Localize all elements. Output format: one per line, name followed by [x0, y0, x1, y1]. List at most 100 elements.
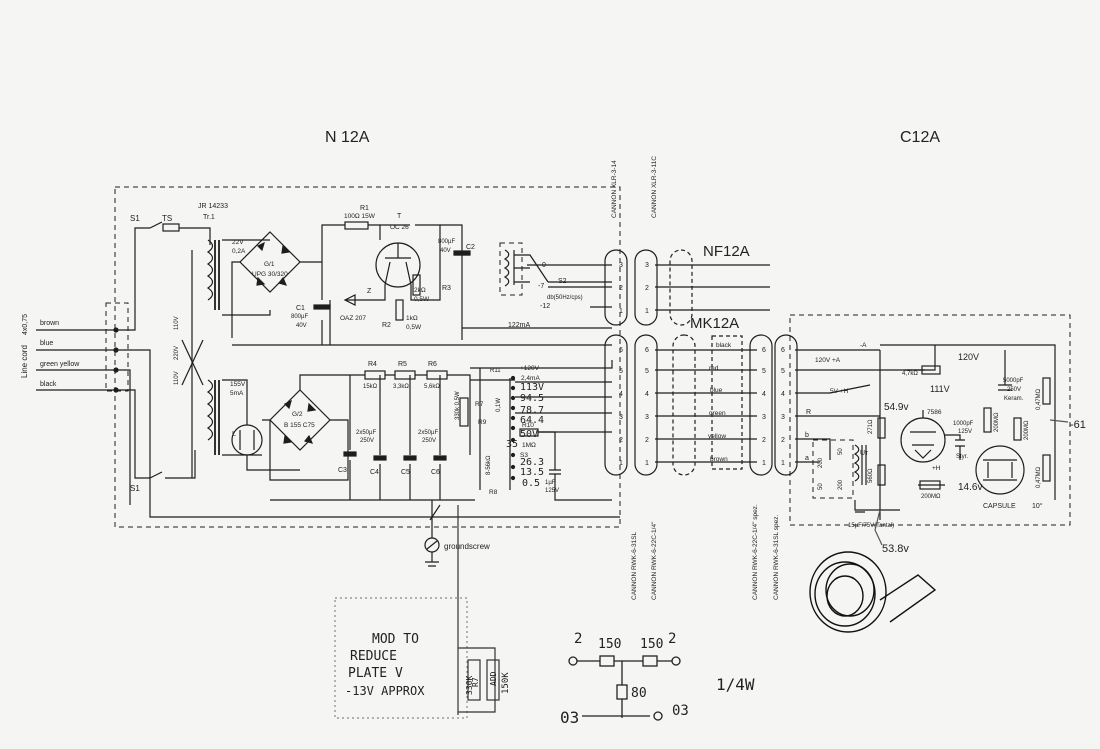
pin1-a: 1: [619, 460, 623, 467]
mic-r200a: 200MΩ: [921, 494, 941, 500]
title-n12a: N 12A: [325, 129, 370, 146]
note-r3: ADD: [489, 671, 498, 686]
hv-94-5: 94.5: [520, 393, 544, 404]
pin3-d: 3: [781, 414, 785, 421]
scribble-drawing: [809, 551, 937, 633]
cout-voltage: 125V: [545, 488, 559, 494]
mic-angle: 10°: [1032, 502, 1043, 510]
s3-ref: S3: [520, 452, 528, 459]
mic-keram: Keram.: [1004, 396, 1024, 402]
mic-r560: 560Ω: [868, 468, 874, 483]
xlr-pin-3a: 3: [619, 262, 623, 269]
c2-voltage: 40V: [440, 248, 451, 254]
cap-c3: C3: [338, 467, 347, 474]
pin5-c: 5: [762, 368, 766, 375]
connector-xlr2: CANNON XLR-3-11C: [651, 156, 658, 218]
note-r4: 150K: [501, 672, 511, 694]
mic-c1000-v: 125V: [958, 429, 972, 435]
connector-rwk3: CANNON RWK-6-22C-1/4" spez.: [752, 504, 759, 600]
mic-c1000: 1000pF: [953, 421, 974, 427]
r11-ref: R11: [490, 368, 501, 374]
line-cord-label: Line cord: [20, 345, 29, 378]
connector-rwk1: CANNON RWK-6-31SL: [631, 531, 638, 600]
hv-supply: L G/2 B 155 C75 R4 15kΩ R5 3,3kΩ R6 5,6k…: [222, 361, 475, 501]
xlr-pin-1a: 1: [619, 308, 623, 315]
mic-plus-h: +H: [932, 465, 941, 472]
mic-54-9v: 54.9v: [884, 402, 908, 413]
s2-opt-2: -12: [540, 303, 550, 310]
switch-s2: 0 -7 -12 S2 db(50Hz/cps): [503, 249, 612, 310]
r7-ref: R7: [475, 401, 484, 408]
wire-label-brown: brown: [40, 320, 59, 327]
cable-green: green: [709, 410, 726, 417]
pin2-a: 2: [619, 437, 623, 444]
divider-chain: 330k 0,5W R7 R8 R9 +120V 2,4mA R11 8-56k…: [455, 360, 613, 501]
wire-label-black: black: [40, 381, 57, 388]
r6-ref: R6: [428, 361, 437, 368]
pin2-d: 2: [781, 437, 785, 444]
pad-n3a: 03: [560, 708, 579, 727]
transformer-sec2: 155V: [230, 381, 246, 388]
connector-rwk2: CANNON RWK-6-22C-1/4": [651, 521, 658, 600]
pin5-a: 5: [619, 368, 623, 375]
mic-120v: 120V: [958, 352, 979, 362]
r2-ref: R2: [382, 322, 391, 329]
mic-minus-61: -61: [1070, 419, 1086, 431]
zener-ref: Z: [367, 288, 372, 295]
mic-c5000-v: 250V: [1007, 387, 1021, 393]
c1-voltage: 40V: [296, 323, 307, 329]
pin3-c: 3: [762, 414, 766, 421]
r3-value: 2kΩ: [414, 287, 426, 294]
transistor-type: OC 26: [390, 224, 409, 231]
pin1-c: 1: [762, 460, 766, 467]
pin3-b: 3: [645, 414, 649, 421]
current-2-4ma: 2,4mA: [521, 375, 540, 382]
hv-0-5: 0.5: [522, 478, 540, 489]
cable-brown: brown: [710, 456, 728, 463]
transformer: JR 14233 Tr.1 110V 220V 110V 22V 0,2A 15…: [174, 203, 246, 455]
cap-c5: C5: [401, 469, 410, 476]
pad-r150b: 150: [640, 637, 663, 652]
s2-db-label: db(50Hz/cps): [547, 295, 583, 301]
mic-t50b: 50: [818, 483, 824, 490]
pin3-a: 3: [619, 414, 623, 421]
mic-5v-h: 5V +H: [830, 388, 849, 395]
cable-yellow: yellow: [708, 433, 726, 440]
cap-pair-a-value: 2x50µF: [356, 430, 376, 436]
pin6-b: 6: [645, 347, 649, 354]
transformer-v2: 220V: [174, 346, 180, 360]
r2-watt: 0,5W: [406, 324, 422, 331]
pin6-d: 6: [781, 347, 785, 354]
pad-n2b: 2: [668, 631, 676, 647]
title-c12a: C12A: [900, 129, 940, 146]
hv-26-3: 26.3: [520, 457, 544, 468]
mic-t200c: 200: [838, 479, 844, 490]
transformer-name: JR 14233: [198, 203, 228, 210]
hv-35: 35: [506, 439, 518, 450]
line-cord: Line cord 4x0,75 brown blue green yellow…: [20, 314, 119, 393]
s3-range: 8-56kΩ: [486, 455, 492, 475]
mic-r200c: 200MΩ: [1024, 420, 1030, 440]
r1-ref: R1: [360, 205, 369, 212]
mic-ut: Uт: [860, 450, 869, 457]
cable-red: red: [709, 365, 719, 372]
mic-r4k7: 4,7kΩ: [902, 371, 918, 377]
mic-t200a: 200: [818, 457, 824, 468]
r3-ref: R3: [442, 285, 451, 292]
mic-r271: 271Ω: [868, 419, 874, 434]
mic-53-8v: 53.8v: [882, 543, 909, 555]
mod-note: MOD TO REDUCE PLATE V -13V APPROX 330K R…: [334, 505, 511, 719]
pin5-d: 5: [781, 368, 785, 375]
r6-value: 5,6kΩ: [424, 384, 440, 390]
pad-watt: 1/4W: [716, 675, 755, 694]
r5-value: 3,3kΩ: [393, 384, 409, 390]
rectifier-g1-label: G/1: [264, 261, 275, 268]
mic-a: a: [805, 455, 809, 462]
c1-ref: C1: [296, 305, 305, 312]
note-line-4: -13V APPROX: [345, 684, 425, 698]
regulator: R1 100Ω 15W T OC 26 Z OAZ 207 C1 800µF 4…: [232, 205, 612, 346]
s3-watt: 0,1W: [496, 398, 502, 412]
mic-tube-7586: 7586: [927, 409, 942, 416]
xlr-pin-3b: 3: [645, 262, 649, 269]
